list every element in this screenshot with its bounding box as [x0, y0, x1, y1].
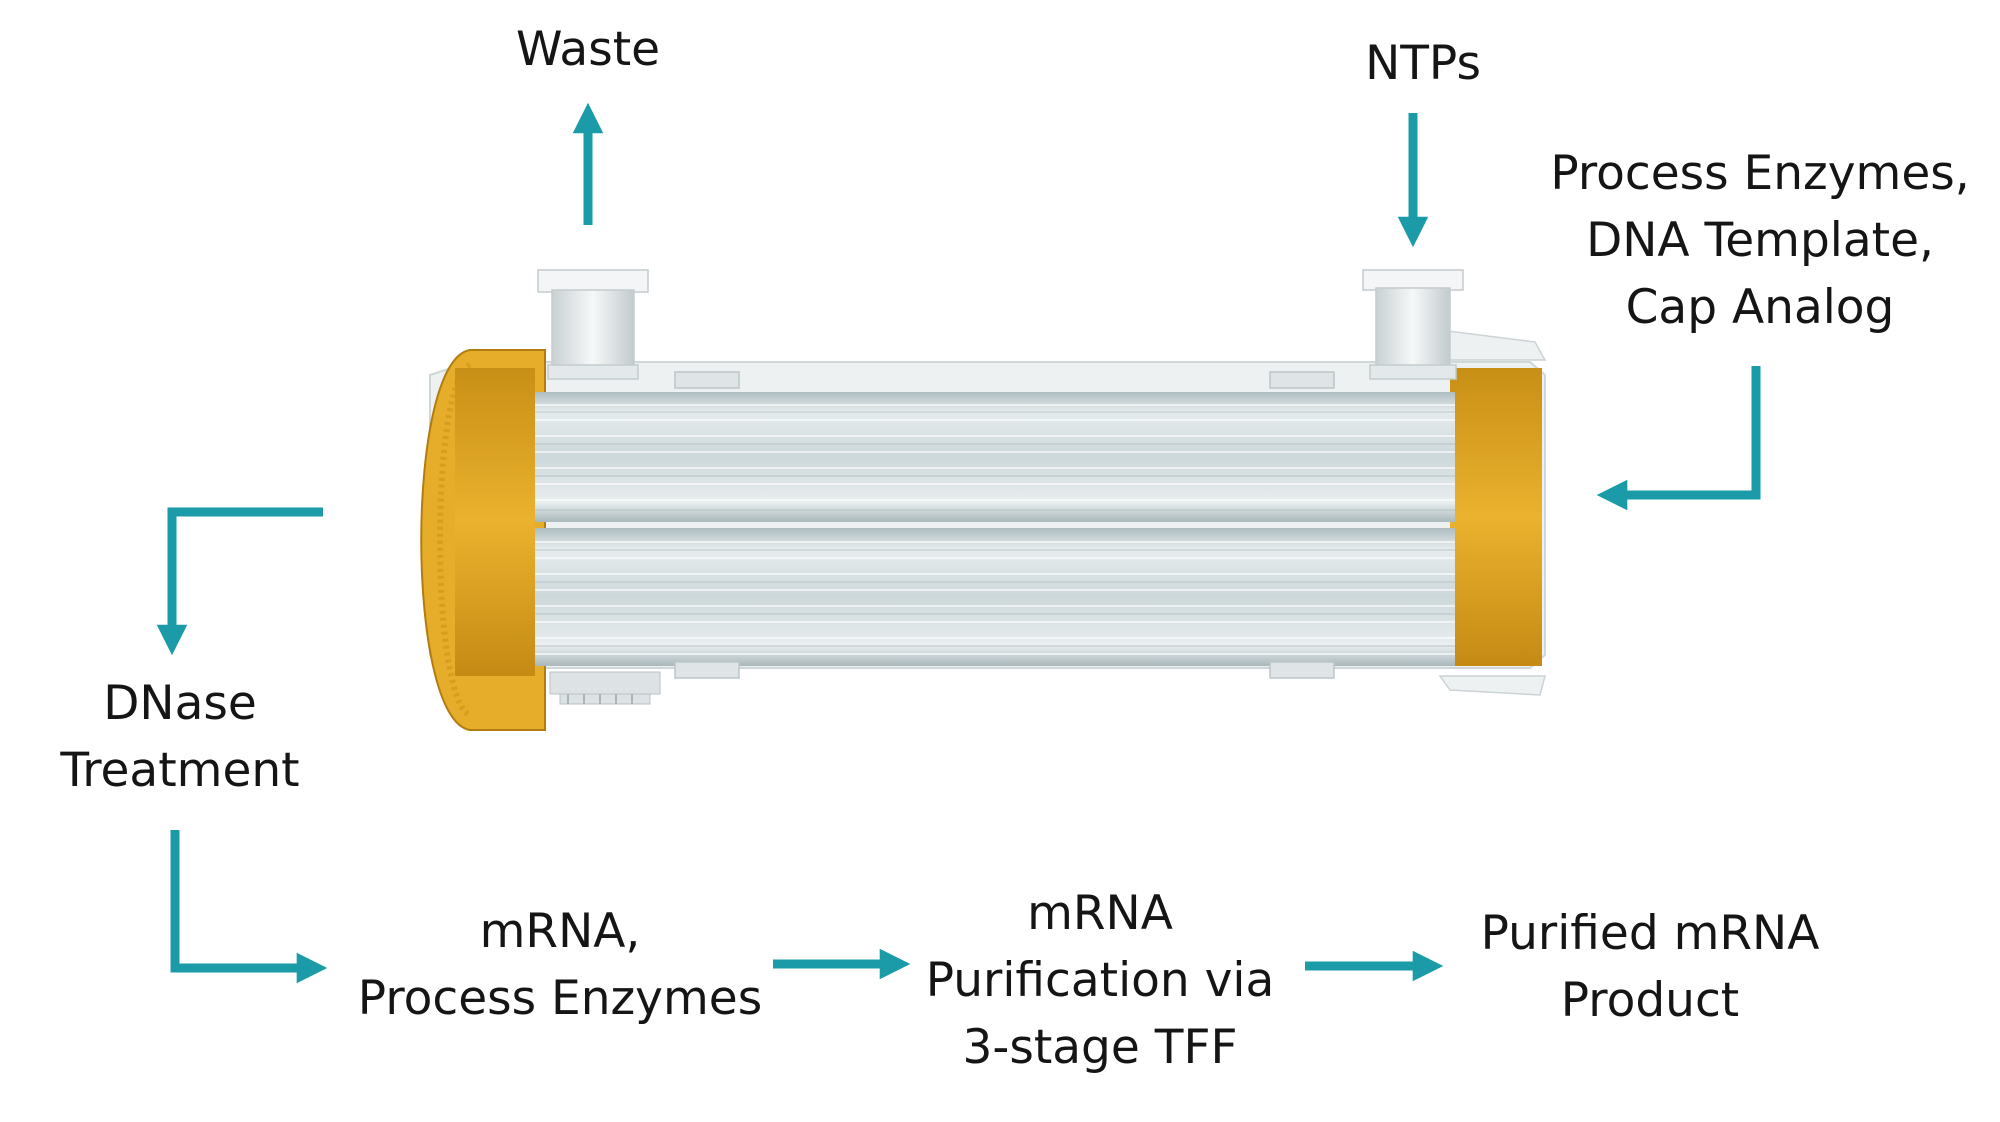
- waste-text: Waste: [515, 22, 661, 77]
- purification-line-1: mRNA: [1027, 886, 1173, 941]
- mrna-enzymes-label: mRNA, Process Enzymes: [335, 898, 785, 1032]
- arrow-dnase-to-mrna: [170, 830, 328, 984]
- arrow-from-enzymes: [1596, 366, 1761, 511]
- product-label: Purified mRNA Product: [1440, 900, 1860, 1034]
- arrow-to-dnase: [156, 507, 323, 656]
- purification-line-3: 3-stage TFF: [962, 1020, 1238, 1075]
- template-line: DNA Template,: [1586, 213, 1934, 268]
- enzymes-line: Process Enzymes,: [1550, 146, 1970, 201]
- product-line-1: Purified mRNA: [1480, 906, 1820, 961]
- product-line-2: Product: [1560, 973, 1740, 1028]
- dnase-line: DNase: [103, 676, 257, 731]
- waste-label: Waste: [488, 16, 688, 83]
- cap-line: Cap Analog: [1625, 280, 1895, 335]
- purification-label: mRNA Purification via 3-stage TFF: [900, 880, 1300, 1081]
- enzymes-template-cap-label: Process Enzymes, DNA Template, Cap Analo…: [1530, 140, 1990, 341]
- mrna-line: mRNA,: [479, 904, 641, 959]
- ntps-label: NTPs: [1333, 30, 1513, 97]
- ntps-text: NTPs: [1365, 36, 1481, 91]
- dnase-label: DNase Treatment: [30, 670, 330, 804]
- arrows: [156, 102, 1761, 984]
- treatment-line: Treatment: [60, 743, 300, 798]
- process-enzymes-line: Process Enzymes: [357, 971, 763, 1026]
- hollow-fiber-bioreactor-cartridge: [420, 269, 1547, 731]
- purification-line-2: Purification via: [925, 953, 1275, 1008]
